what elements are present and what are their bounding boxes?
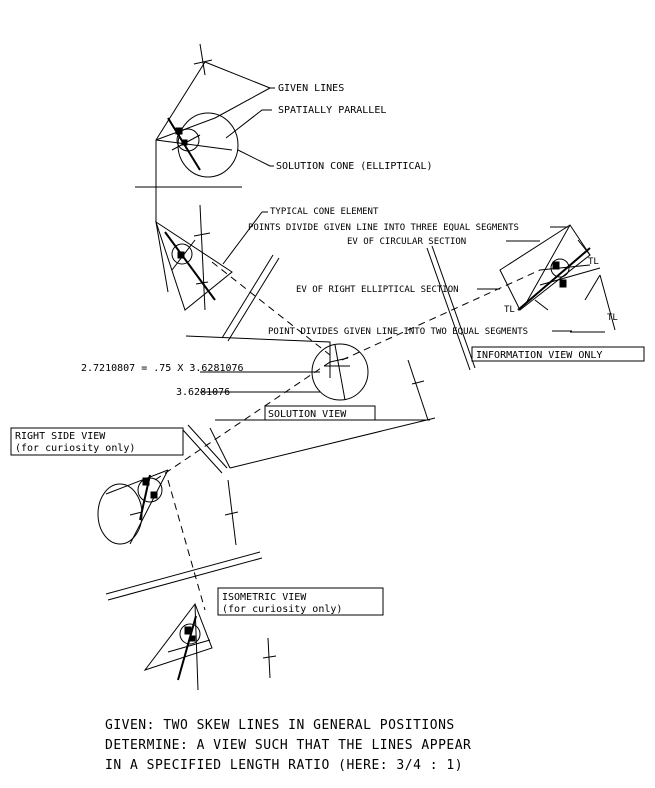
information-view [499,224,616,333]
label-spatially-parallel: SPATIALLY PARALLEL [278,105,386,116]
top-labels: GIVEN LINES SPATIALLY PARALLEL SOLUTION … [276,83,433,172]
caption-line-3: IN A SPECIFIED LENGTH RATIO (HERE: 3/4 :… [105,758,463,773]
label-given-lines: GIVEN LINES [278,83,344,94]
caption-line-1: GIVEN: TWO SKEW LINES IN GENERAL POSITIO… [105,718,455,733]
label-length-value: 3.6281076 [176,387,230,398]
solution-view [185,335,436,469]
top-view [135,43,275,222]
caption: GIVEN: TWO SKEW LINES IN GENERAL POSITIO… [105,718,471,773]
label-equation: 2.7210807 = .75 X 3.6281076 [81,363,244,374]
right-side-view: RIGHT SIDE VIEW (for curiosity only) [10,427,239,546]
isometric-view: ISOMETRIC VIEW (for curiosity only) [143,587,384,691]
label-tl-1: TL [588,257,599,267]
label-typical-cone-element: TYPICAL CONE ELEMENT [270,207,379,217]
label-tl-3: TL [607,313,618,323]
label-ev-circular: EV OF CIRCULAR SECTION [347,237,466,247]
information-view-box: INFORMATION VIEW ONLY [471,346,645,362]
label-points-divide: POINTS DIVIDE GIVEN LINE INTO THREE EQUA… [248,223,519,233]
label-tl-2: TL [504,305,515,315]
label-solution-view: SOLUTION VIEW [268,409,347,420]
caption-line-2: DETERMINE: A VIEW SUCH THAT THE LINES AP… [105,738,471,753]
label-isometric-view-1: ISOMETRIC VIEW [222,592,307,603]
label-right-side-view-2: (for curiosity only) [15,443,135,454]
label-right-side-view-1: RIGHT SIDE VIEW [15,431,106,442]
label-ev-right-elliptical: EV OF RIGHT ELLIPTICAL SECTION [296,285,459,295]
solution-view-box: SOLUTION VIEW [264,405,376,421]
fold-lines [105,245,476,601]
label-solution-cone: SOLUTION CONE (ELLIPTICAL) [276,161,433,172]
label-point-divides: POINT DIVIDES GIVEN LINE INTO TWO EQUAL … [268,327,528,337]
front-view [155,204,268,311]
projection-lines [154,261,541,611]
label-information-view: INFORMATION VIEW ONLY [476,350,602,361]
label-isometric-view-2: (for curiosity only) [222,604,342,615]
